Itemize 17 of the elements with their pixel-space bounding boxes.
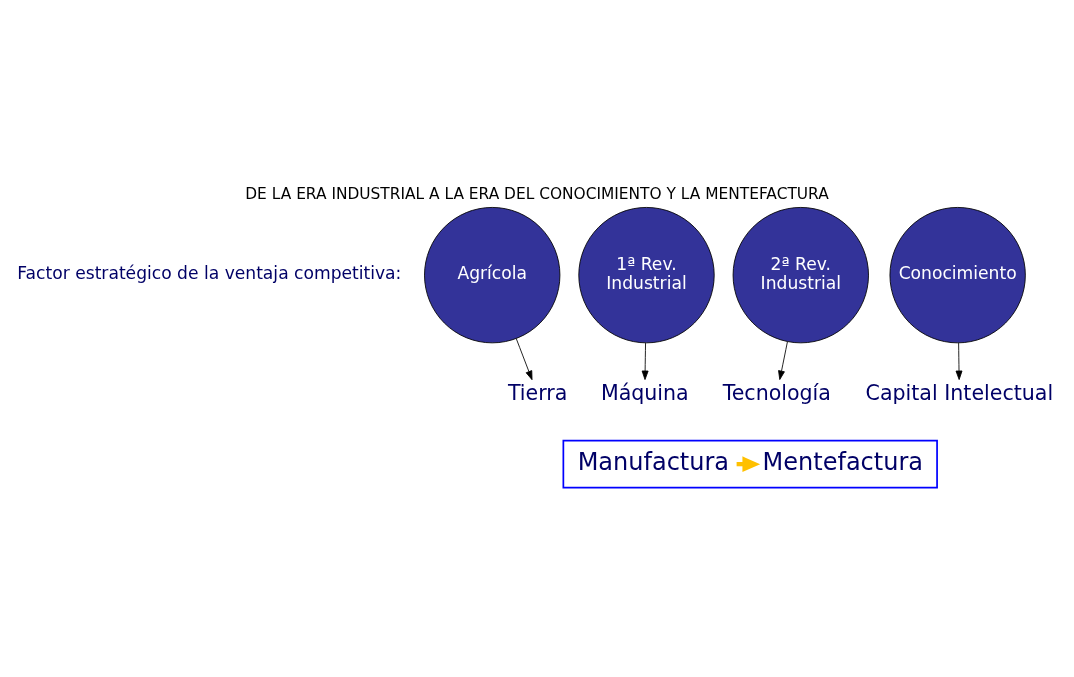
node-circle: Conocimiento <box>889 206 1026 343</box>
node-circle: 1ª Rev. Industrial <box>578 206 715 343</box>
node-text: Capital Intelectual <box>865 380 1054 405</box>
node-text: Manufactura <box>577 447 730 476</box>
diagram-title: DE LA ERA INDUSTRIAL A LA ERA DEL CONOCIMIENTO Y LA MENTEFACTURA <box>245 184 829 203</box>
node-text: Tecnología <box>722 380 831 405</box>
label: Factor estratégico de la ventaja competitiva: <box>17 262 402 283</box>
cluster <box>562 439 938 489</box>
node-circle: Agrícola <box>424 206 561 343</box>
node-circle: 2ª Rev. Industrial <box>732 206 869 343</box>
node-text: Tierra <box>507 380 568 405</box>
node-text: Mentefactura <box>762 447 923 476</box>
arrow <box>955 342 963 380</box>
arrow <box>778 340 788 380</box>
node-text: Máquina <box>600 380 689 405</box>
arrow <box>515 337 533 380</box>
arrow <box>641 342 649 380</box>
